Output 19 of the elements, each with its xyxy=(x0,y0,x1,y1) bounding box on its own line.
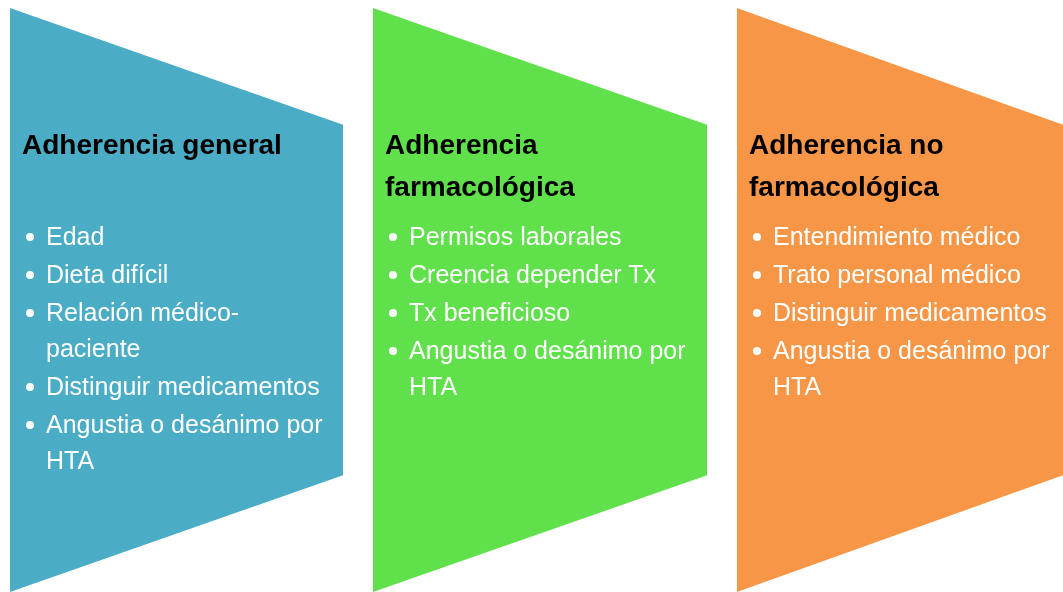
bullet-text: Dieta difícil xyxy=(46,259,169,290)
bullet-text: Permisos laborales xyxy=(409,221,622,252)
panel-heading: Adherencia no farmacológica xyxy=(749,128,945,204)
bullet-text: Trato personal médico xyxy=(773,259,1021,290)
bullet-text: Distinguir medicamentos xyxy=(46,371,320,402)
bullet-text: Distinguir medicamentos xyxy=(773,297,1047,328)
bullet-text: Relación médico-paciente xyxy=(46,297,241,364)
bullet-text: Angustia o desánimo por HTA xyxy=(409,335,687,402)
chevron-panel xyxy=(737,8,1063,592)
bullet-text: Tx beneficioso xyxy=(409,297,571,328)
chevron-panel xyxy=(10,8,343,592)
bullet-text: Angustia o desánimo por HTA xyxy=(773,335,1051,402)
chevron-panel xyxy=(373,8,707,592)
bullet-text: Edad xyxy=(46,221,105,252)
panel-heading: Adherencia farmacológica xyxy=(385,128,576,204)
panel-heading: Adherencia general xyxy=(22,128,282,162)
bullet-text: Angustia o desánimo por HTA xyxy=(46,409,324,476)
bullet-text: Entendimiento médico xyxy=(773,221,1021,252)
bullet-text: Creencia depender Tx xyxy=(409,259,656,290)
